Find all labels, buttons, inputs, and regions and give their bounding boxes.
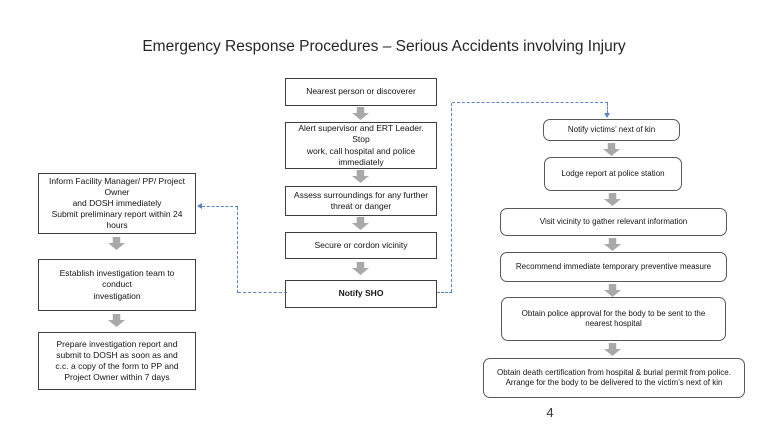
down-arrow-icon xyxy=(603,143,620,156)
flow-step-police-approval: Obtain police approval for the body to b… xyxy=(501,297,726,341)
flow-step-visit-vicinity: Visit vicinity to gather relevant inform… xyxy=(500,208,727,236)
flow-step-death-certification: Obtain death certification from hospital… xyxy=(483,358,745,398)
flow-step-prepare-report: Prepare investigation report and submit … xyxy=(38,332,196,390)
down-arrow-icon xyxy=(604,343,621,356)
down-arrow-icon xyxy=(352,262,369,275)
flow-step-assess-surroundings: Assess surroundings for any further thre… xyxy=(285,186,437,216)
flow-step-lodge-report: Lodge report at police station xyxy=(544,157,682,191)
down-arrow-icon xyxy=(108,314,125,327)
flow-step-nearest-person: Nearest person or discoverer xyxy=(285,78,437,106)
connector-segment xyxy=(452,102,608,103)
page-number: 4 xyxy=(546,405,554,420)
flow-step-recommend-measure: Recommend immediate temporary preventive… xyxy=(500,252,727,282)
connector-segment xyxy=(437,292,452,293)
connector-segment xyxy=(202,206,238,207)
down-arrow-icon xyxy=(604,238,621,251)
connector-segment xyxy=(238,292,287,293)
down-arrow-icon xyxy=(352,170,369,183)
connector-segment xyxy=(237,207,238,293)
connector-arrowhead-down-icon xyxy=(604,113,610,118)
flow-step-establish-team: Establish investigation team to conduct … xyxy=(38,259,196,311)
down-arrow-icon xyxy=(352,217,369,230)
down-arrow-icon xyxy=(108,237,125,250)
flow-step-secure-vicinity: Secure or cordon vicinity xyxy=(285,232,437,259)
down-arrow-icon xyxy=(604,193,621,206)
flow-step-notify-sho: Notify SHO xyxy=(285,280,437,308)
connector-segment xyxy=(607,103,608,113)
flow-step-inform-management: Inform Facility Manager/ PP/ Project Own… xyxy=(38,173,196,234)
flow-step-alert-supervisor: Alert supervisor and ERT Leader. Stop wo… xyxy=(285,122,437,169)
down-arrow-icon xyxy=(604,284,621,297)
down-arrow-icon xyxy=(352,107,369,120)
slide-title: Emergency Response Procedures – Serious … xyxy=(142,38,626,55)
connector-segment xyxy=(451,103,452,292)
flow-step-notify-next-of-kin: Notify victims’ next of kin xyxy=(543,119,680,141)
connector-arrowhead-left-icon xyxy=(197,203,202,209)
